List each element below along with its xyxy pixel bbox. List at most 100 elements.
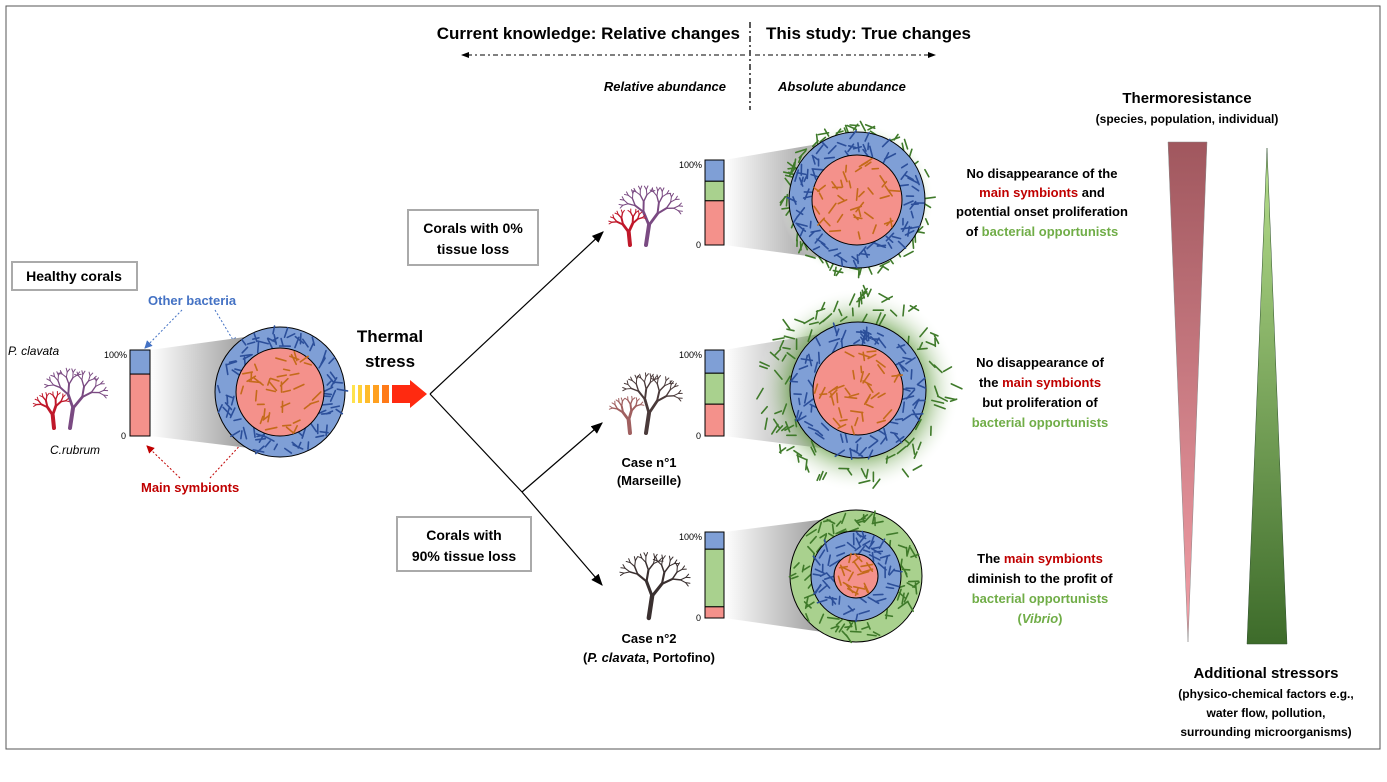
- other-bacterium: [226, 394, 229, 405]
- opportunist-bacterium: [818, 470, 824, 481]
- opportunist-bacterium: [918, 341, 924, 350]
- coral-branch: [49, 376, 51, 382]
- opportunist-bacterium: [808, 321, 819, 326]
- symbiont-bacterium: [839, 418, 848, 422]
- other-bacterium: [241, 346, 249, 354]
- other-bacterium: [811, 155, 816, 165]
- opportunist-bacterium: [815, 310, 819, 320]
- symbiont-bacterium: [875, 359, 886, 368]
- coral-branch: [651, 187, 655, 193]
- coral-branch: [90, 385, 97, 394]
- symbiont-bacterium: [865, 403, 874, 409]
- coral-branch: [685, 582, 689, 587]
- symbiont-bacterium: [265, 388, 277, 393]
- opportunist-bacterium: [916, 347, 928, 351]
- other-bacterium: [831, 342, 839, 354]
- symbiont-bacterium: [835, 392, 839, 404]
- other-bacterium: [823, 539, 829, 553]
- thermal-stress-line1: Thermal: [357, 327, 423, 346]
- opportunist-bacterium: [844, 124, 850, 134]
- other-bacterium: [329, 371, 337, 381]
- opportunist-bacterium: [889, 309, 898, 317]
- coral-branch: [661, 193, 668, 198]
- coral-branch: [636, 398, 640, 402]
- coral-branch: [634, 374, 638, 380]
- other-bacterium: [807, 379, 815, 389]
- coral-branch: [50, 374, 55, 378]
- coral-branch: [53, 372, 55, 378]
- coral-branch: [626, 191, 629, 196]
- other-bacterium: [849, 447, 853, 460]
- other-bacterium: [821, 141, 829, 149]
- opportunist-bacterium: [944, 396, 956, 401]
- opportunist-bacterium: [827, 532, 836, 538]
- coral-icon-case2: [619, 552, 691, 621]
- coral-branch: [663, 383, 670, 387]
- symbiont-bacterium: [844, 387, 851, 396]
- symbiont-bacterium: [860, 563, 874, 568]
- opportunist-bacterium: [816, 473, 821, 482]
- other-bacterium: [827, 145, 837, 155]
- coral-branch: [95, 380, 97, 387]
- opportunist-bacterium: [885, 453, 896, 460]
- coral-branch: [678, 210, 682, 215]
- other-bacterium: [862, 143, 867, 152]
- coral-branch: [44, 383, 49, 387]
- coral-branch: [619, 198, 625, 201]
- coral-branch: [53, 376, 59, 382]
- opportunist-bacterium: [912, 581, 920, 588]
- other-bacterium: [798, 365, 809, 370]
- coral-branch: [661, 187, 665, 192]
- svg-text:diminish to the profit of: diminish to the profit of: [967, 571, 1113, 586]
- opportunist-bacterium: [907, 304, 918, 312]
- opportunist-bacterium: [759, 361, 770, 367]
- coral-branch: [103, 386, 107, 391]
- bar-label-100: 100%: [679, 350, 702, 360]
- coral-branch: [609, 405, 614, 409]
- other-bacterium: [900, 170, 908, 181]
- symbiont-bacterium: [254, 389, 258, 402]
- opportunist-bacterium: [835, 618, 843, 626]
- symbiont-bacterium: [858, 190, 865, 198]
- coral-branch: [62, 394, 66, 398]
- coral-branch: [621, 397, 626, 402]
- opportunist-bacterium: [929, 332, 939, 337]
- coral-branch: [623, 382, 629, 386]
- symbiont-bacterium: [850, 410, 864, 414]
- other-bacterium: [273, 443, 279, 451]
- symbiont-bacterium: [872, 224, 877, 235]
- arrow-to-no-tissue-loss: [429, 231, 604, 395]
- other-bacterium: [828, 248, 839, 252]
- coral-branch: [639, 404, 645, 406]
- other-bacterium: [814, 233, 824, 244]
- other-bacterium: [863, 543, 871, 550]
- coral-branch: [620, 217, 625, 226]
- coral-branch: [65, 400, 70, 403]
- other-bacterium: [901, 414, 912, 422]
- other-bacterium: [908, 225, 921, 230]
- opportunist-bacterium: [886, 532, 899, 536]
- symbiont-bacterium: [848, 393, 860, 398]
- symbiont-bacterium: [262, 414, 270, 421]
- coral-branch: [658, 196, 663, 205]
- other-bacterium: [838, 595, 841, 605]
- coral-branch: [639, 185, 643, 191]
- opportunist-bacterium: [928, 360, 936, 368]
- coral-branch: [54, 400, 62, 408]
- opportunist-bacterium: [793, 562, 800, 569]
- svg-text:potential onset proliferation: potential onset proliferation: [956, 204, 1128, 219]
- opportunist-bacterium: [819, 532, 828, 539]
- thermal-stress-line2: stress: [365, 352, 415, 371]
- branch-bottom-line1: Corals with: [426, 527, 501, 543]
- other-bacterium: [832, 322, 838, 336]
- other-bacterium: [789, 380, 799, 383]
- coral-branch: [56, 392, 61, 396]
- symbiont-bacterium: [264, 426, 278, 431]
- other-bacterium: [868, 540, 875, 549]
- opportunist-bacterium: [845, 634, 853, 644]
- other-bacterium: [869, 434, 879, 442]
- opportunist-bacterium: [857, 290, 868, 300]
- other-bacterium: [315, 434, 325, 438]
- symbiont-bacterium: [844, 164, 848, 173]
- coral-branch: [643, 194, 648, 203]
